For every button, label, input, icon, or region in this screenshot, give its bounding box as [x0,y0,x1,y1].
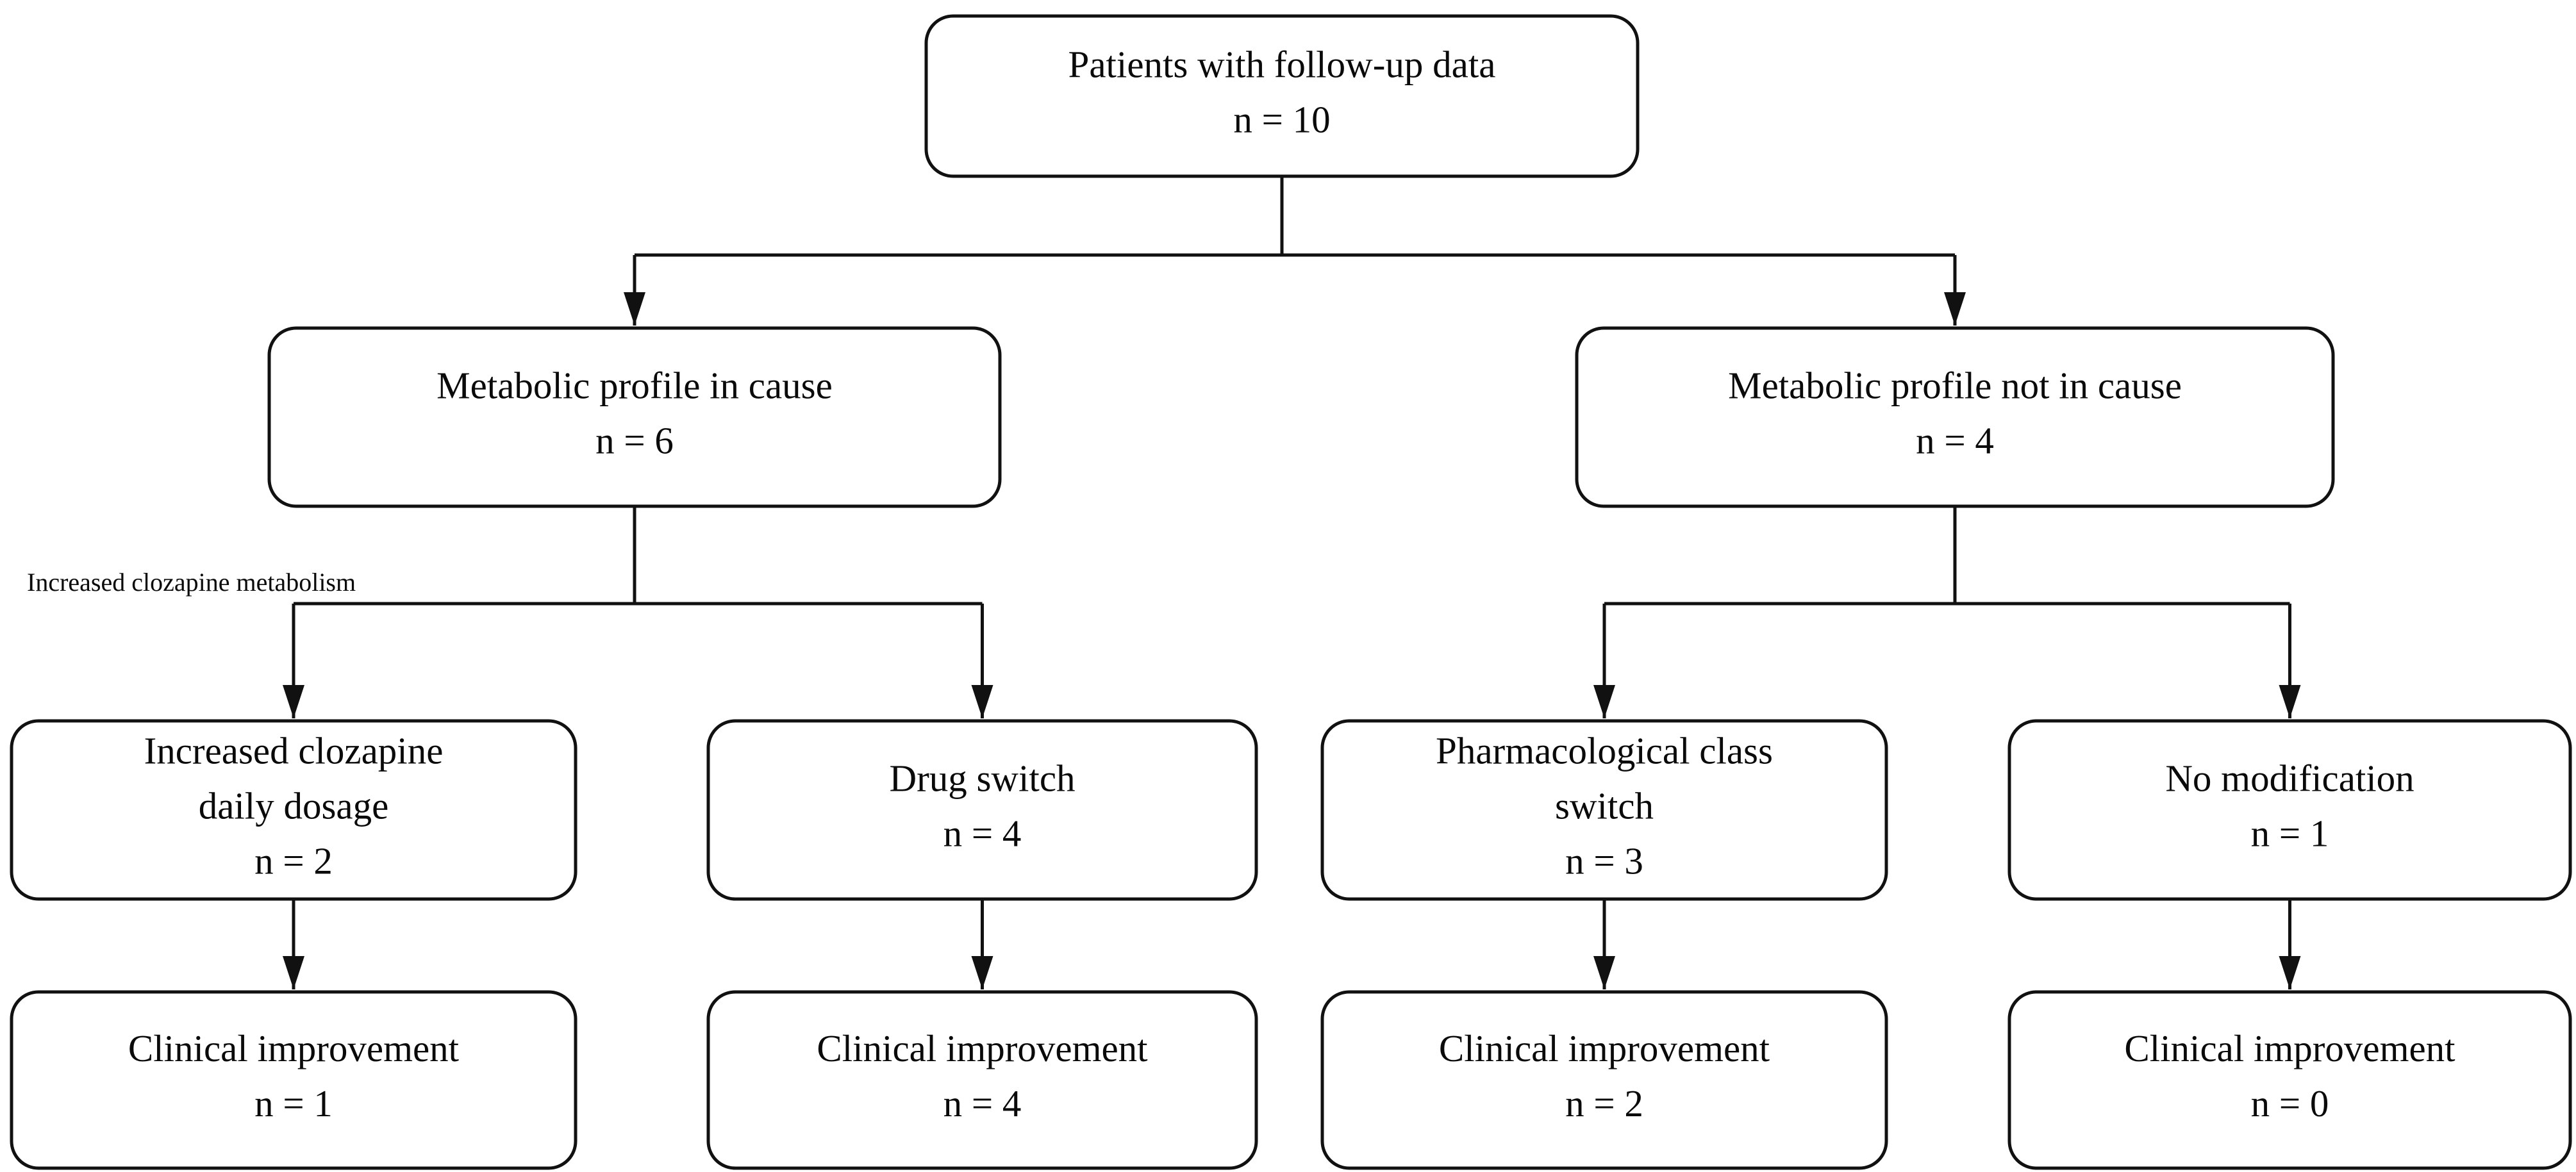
arrow-head-icon [624,292,645,326]
connector-increased-dosage-to-improvement-1 [283,899,304,989]
node-box-improvement-2 [706,990,1258,1170]
edge-labels-layer: Increased clozapine metabolism [27,568,356,597]
node-text-line: n = 6 [595,420,674,462]
node-text-line: No modification [2165,757,2414,800]
connector-root [624,176,1966,326]
node-text-line: n = 4 [943,1082,1022,1125]
node-text-line: Clinical improvement [1439,1027,1770,1069]
node-box-no-modification [2007,719,2572,901]
node-text-line: daily dosage [199,785,389,827]
node-box-metabolic-not-in-cause [1575,326,2335,508]
arrow-head-icon [2279,956,2301,989]
arrow-head-icon [1944,292,1966,326]
arrow-head-icon [283,685,304,718]
node-text-line: n = 1 [254,1082,333,1125]
node-metabolic-not-in-cause[interactable]: Metabolic profile not in cause n = 4 [1575,326,2335,508]
node-box-improvement-3 [1320,990,1888,1170]
arrow-head-icon [1593,685,1615,718]
node-text-line: Clinical improvement [2124,1027,2456,1069]
node-text-line: Metabolic profile in cause [436,365,833,407]
node-box-metabolic-in-cause [267,326,1002,508]
node-drug-switch[interactable]: Drug switch n = 4 [706,719,1258,901]
node-box-increased-dosage [10,719,578,901]
edge-label-increased-clozapine-metabolism: Increased clozapine metabolism [27,568,356,597]
node-box-drug-switch [706,719,1258,901]
node-box-improvement-1 [10,990,578,1170]
arrow-head-icon [971,685,993,718]
node-text-line: Increased clozapine [144,730,444,772]
connector-no-modification-to-improvement-4 [2279,899,2301,989]
node-increased-dosage[interactable]: Increased clozapine daily dosage n = 2 [10,719,578,901]
node-no-modification[interactable]: No modification n = 1 [2007,719,2572,901]
node-text-line: n = 4 [943,813,1022,855]
node-box-pharmacological-class-switch [1320,719,1888,901]
node-text-line: Clinical improvement [128,1027,460,1069]
node-text-line: Clinical improvement [817,1027,1148,1069]
node-text-line: Pharmacological class [1436,730,1773,772]
node-text-line: n = 2 [254,840,333,882]
node-box-root [924,14,1640,178]
node-text-line: n = 1 [2251,813,2329,855]
arrow-head-icon [1593,956,1615,989]
nodes-layer: Patients with follow-up data n = 10 Metabo… [10,14,2572,1170]
node-text-line: Metabolic profile not in cause [1728,365,2182,407]
node-text-line: n = 3 [1565,840,1643,882]
node-root[interactable]: Patients with follow-up data n = 10 [924,14,1640,178]
connector-metabolic-in-cause [283,506,993,718]
node-text-line: n = 4 [1916,420,1994,462]
arrow-head-icon [971,956,993,989]
node-improvement-2[interactable]: Clinical improvement n = 4 [706,990,1258,1170]
connector-metabolic-not-in-cause [1593,506,2301,718]
node-improvement-4[interactable]: Clinical improvement n = 0 [2007,990,2572,1170]
node-text-line: Patients with follow-up data [1068,44,1496,86]
node-text-line: n = 2 [1565,1082,1643,1125]
connectors-layer [283,176,2301,989]
node-text-line: n = 10 [1233,99,1330,141]
node-improvement-1[interactable]: Clinical improvement n = 1 [10,990,578,1170]
arrow-head-icon [283,956,304,989]
node-text-line: n = 0 [2251,1082,2329,1125]
node-text-line: Drug switch [889,757,1075,800]
arrow-head-icon [2279,685,2301,718]
node-metabolic-in-cause[interactable]: Metabolic profile in cause n = 6 [267,326,1002,508]
node-improvement-3[interactable]: Clinical improvement n = 2 [1320,990,1888,1170]
connector-pharmacological-class-switch-to-improvement-3 [1593,899,1615,989]
node-text-line: switch [1555,785,1654,827]
connector-drug-switch-to-improvement-2 [971,899,993,989]
node-pharmacological-class-switch[interactable]: Pharmacological class switch n = 3 [1320,719,1888,901]
node-box-improvement-4 [2007,990,2572,1170]
